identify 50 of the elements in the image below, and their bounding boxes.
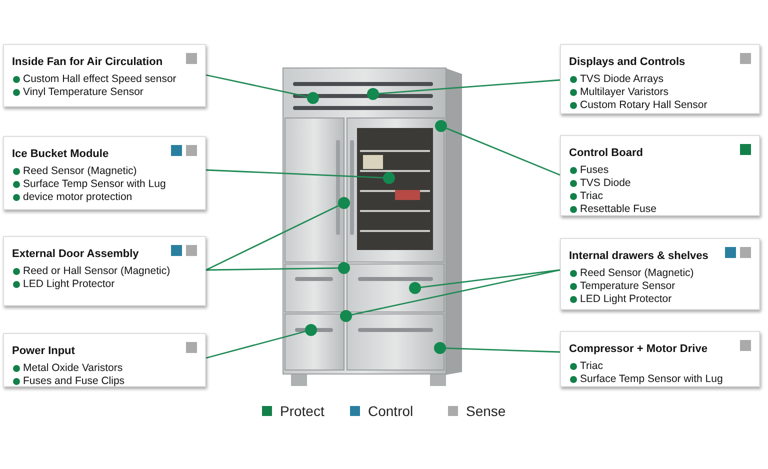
callout-heading: Ice Bucket Module bbox=[12, 148, 109, 160]
callout-box bbox=[560, 44, 760, 114]
leader-line bbox=[206, 169, 384, 178]
bullet-item: Fuses bbox=[569, 164, 609, 177]
leader-line bbox=[446, 128, 560, 176]
bullet-item: Reed or Hall Sensor (Magnetic) bbox=[12, 265, 170, 278]
leader-line bbox=[206, 204, 339, 271]
bullet-item: TVS Diode bbox=[569, 177, 631, 190]
bullet-item: Triac bbox=[569, 360, 603, 373]
callout-heading: Internal drawers & shelves bbox=[569, 250, 708, 262]
legend-label: Control bbox=[368, 403, 414, 419]
callout-box bbox=[560, 331, 760, 387]
legend-label: Sense bbox=[466, 403, 506, 419]
leader-line bbox=[352, 269, 560, 316]
leader-line bbox=[446, 348, 560, 353]
callout-heading: Power Input bbox=[12, 345, 75, 357]
leader-line bbox=[206, 330, 306, 359]
bullet-item: Resettable Fuse bbox=[569, 203, 656, 216]
callout-box bbox=[3, 236, 206, 306]
leader-line bbox=[378, 79, 560, 94]
bullet-item: Multilayer Varistors bbox=[569, 86, 668, 99]
bullet-item: Metal Oxide Varistors bbox=[12, 362, 123, 375]
bullet-item: Temperature Sensor bbox=[569, 280, 676, 293]
legend-label: Protect bbox=[280, 403, 324, 419]
bullet-item: Surface Temp Sensor with Lug bbox=[12, 178, 166, 191]
callout-heading: Control Board bbox=[569, 147, 643, 159]
bullet-item: TVS Diode Arrays bbox=[569, 73, 664, 86]
callout-heading: Inside Fan for Air Circulation bbox=[12, 56, 163, 68]
callout-heading: Compressor + Motor Drive bbox=[569, 343, 708, 355]
bullet-item: Triac bbox=[569, 190, 603, 203]
leader-line bbox=[206, 267, 338, 271]
callout-box bbox=[3, 333, 206, 387]
bullet-item: Custom Rotary Hall Sensor bbox=[569, 99, 708, 112]
bullet-item: Fuses and Fuse Clips bbox=[12, 375, 125, 388]
bullet-item: LED Light Protector bbox=[12, 278, 115, 291]
callout-box bbox=[3, 136, 206, 210]
callout-box bbox=[3, 44, 206, 107]
bullet-item: device motor protection bbox=[12, 191, 132, 204]
leader-line bbox=[206, 74, 308, 98]
callout-box bbox=[560, 135, 760, 216]
leader-line bbox=[420, 269, 560, 288]
callout-heading: Displays and Controls bbox=[569, 56, 686, 68]
bullet-item: Reed Sensor (Magnetic) bbox=[12, 165, 137, 178]
bullet-item: Vinyl Temperature Sensor bbox=[12, 86, 144, 99]
bullet-item: Custom Hall effect Speed sensor bbox=[12, 73, 176, 86]
bullet-item: LED Light Protector bbox=[569, 293, 672, 306]
bullet-item: Surface Temp Sensor with Lug bbox=[569, 373, 723, 386]
callout-heading: External Door Assembly bbox=[12, 248, 139, 260]
callout-box bbox=[560, 238, 760, 310]
bullet-item: Reed Sensor (Magnetic) bbox=[569, 267, 694, 280]
